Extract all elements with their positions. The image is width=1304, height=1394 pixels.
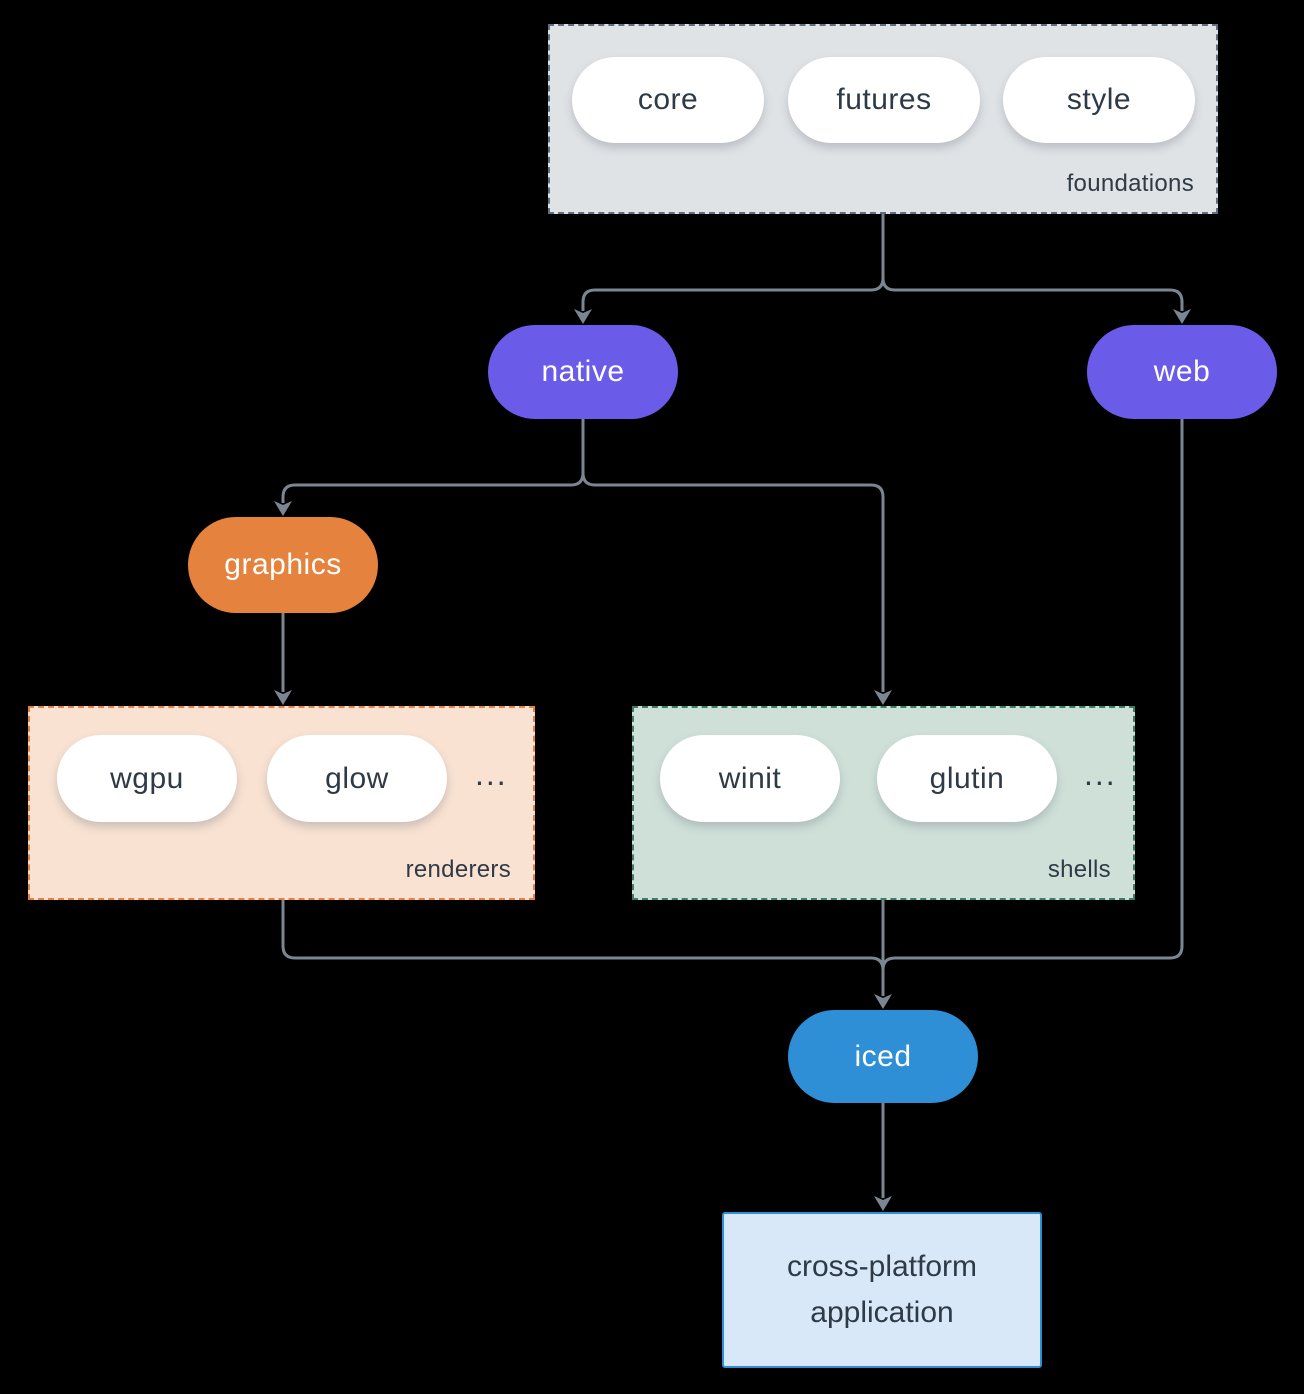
node-iced-label: iced — [854, 1039, 912, 1073]
node-core: core — [572, 57, 764, 143]
node-style-label: style — [1066, 83, 1132, 116]
renderers-group-label: renderers — [405, 856, 511, 883]
node-futures-label: futures — [836, 83, 932, 116]
node-winit-label: winit — [718, 761, 782, 795]
node-style: style — [1003, 57, 1195, 143]
shells-group-label: shells — [1047, 856, 1111, 883]
arrowhead-application — [874, 1196, 892, 1211]
node-glow: glow — [267, 735, 447, 822]
node-glutin-label: glutin — [929, 761, 1005, 795]
edge-foundations-to-native — [581, 214, 885, 311]
arrowhead-web — [1173, 309, 1191, 324]
shells-ellipsis: ... — [1084, 756, 1117, 792]
renderers-group: wgpu glow ... renderers — [28, 706, 535, 900]
node-graphics: graphics — [188, 517, 378, 613]
arrowhead-graphics — [274, 501, 292, 516]
node-wgpu: wgpu — [57, 735, 237, 822]
node-cross-platform-application-label: cross-platform application — [786, 1250, 978, 1329]
node-core-label: core — [637, 83, 699, 116]
edge-renderers-to-iced — [281, 900, 885, 996]
renderers-ellipsis: ... — [475, 756, 508, 792]
foundations-group: core futures style foundations — [548, 24, 1218, 214]
node-web: web — [1087, 325, 1277, 419]
node-wgpu-label: wgpu — [110, 761, 184, 795]
node-graphics-label: graphics — [224, 548, 342, 581]
node-winit: winit — [660, 735, 840, 822]
node-iced: iced — [788, 1010, 978, 1103]
node-cross-platform-application: cross-platform application — [722, 1212, 1042, 1368]
node-native-label: native — [541, 355, 625, 388]
node-glutin: glutin — [877, 735, 1057, 822]
arrowhead-iced — [874, 994, 892, 1009]
node-glow-label: glow — [325, 761, 389, 795]
edge-native-to-shells — [581, 419, 885, 692]
edge-foundations-to-web — [881, 214, 1184, 311]
node-futures: futures — [788, 57, 980, 143]
arrowhead-shells — [874, 690, 892, 705]
foundations-group-label: foundations — [1066, 170, 1194, 197]
node-web-label: web — [1153, 355, 1211, 388]
edge-native-to-graphics — [281, 419, 585, 503]
arrowhead-renderers — [274, 690, 292, 705]
node-native: native — [488, 325, 678, 419]
arrowhead-native — [574, 309, 592, 324]
edge-lines — [281, 214, 1184, 1198]
shells-group: winit glutin ... shells — [632, 706, 1135, 900]
edge-arrowheads — [274, 309, 1191, 1211]
